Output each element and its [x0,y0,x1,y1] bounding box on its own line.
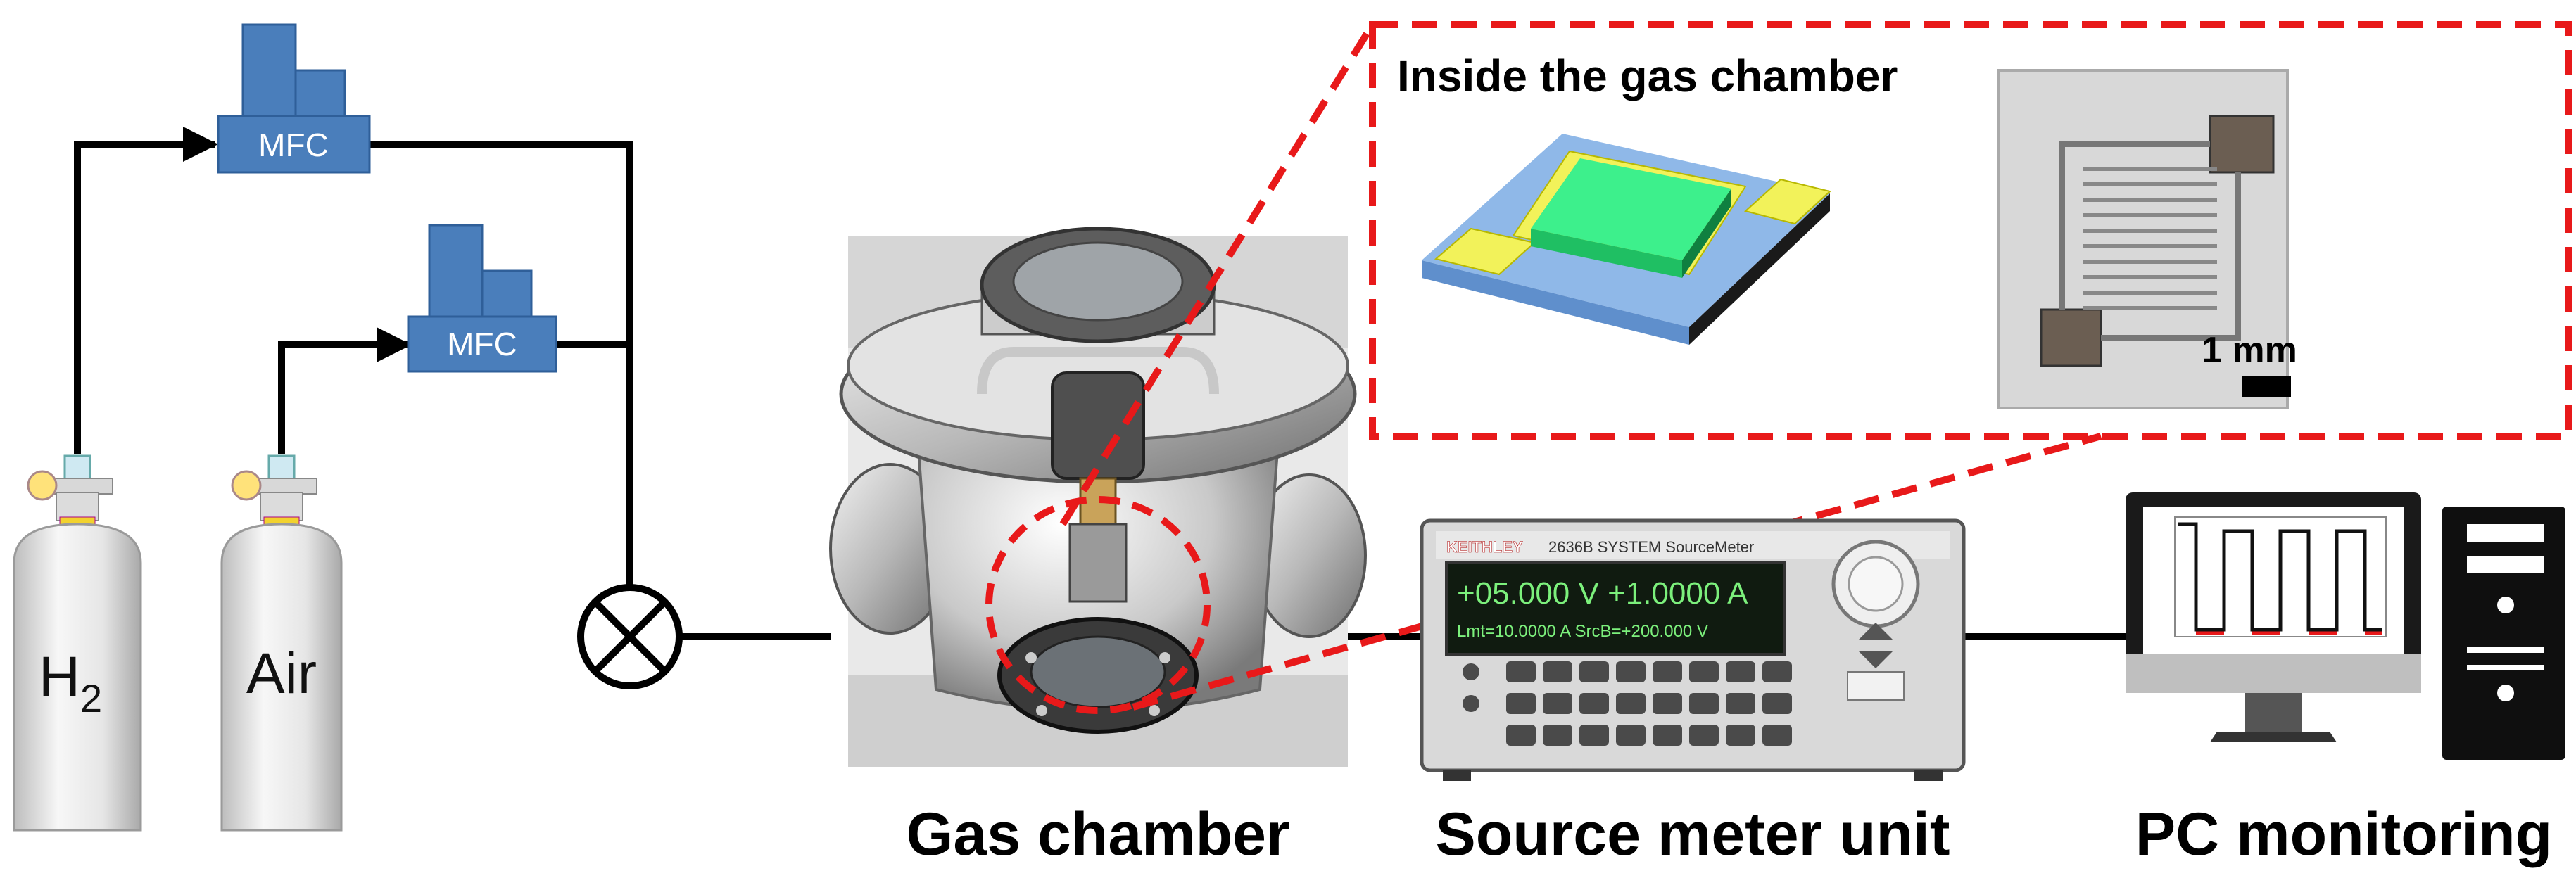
mfc-top-label: MFC [258,127,329,163]
meter-model: 2636B SYSTEM SourceMeter [1548,538,1754,556]
cylinder-h2-label: H2 [39,645,102,720]
inset-title: Inside the gas chamber [1397,51,1898,101]
cylinder-h2-main: H [39,645,80,709]
h2-line [74,127,218,454]
air-line [278,327,412,454]
mass-flow-controller-icon [217,23,371,174]
cylinder-h2-subscript: 2 [80,676,102,720]
device-micrograph: 1 mm [1997,69,2297,409]
gas-chamber-inset: Inside the gas chamber [1369,21,2572,440]
cylinder-h2: H2 [13,454,142,832]
cylinder-air-label: Air [246,642,317,706]
meter-display [1445,561,1786,656]
gas-chamber-label: Gas chamber [907,801,1290,868]
mfc-bottom-label: MFC [447,326,517,362]
mixing-valve-icon [577,584,683,689]
sample-location-highlight [985,496,1211,714]
meter-display-line2: Lmt=10.0000 A SrcB=+200.000 V [1457,622,1708,641]
meter-brand: KEITHLEY [1446,538,1523,556]
scale-bar-label: 1 mm [2202,330,2297,371]
scale-bar-icon [2242,376,2291,397]
mfc-top: MFC [217,23,371,174]
gas-chamber-photo [829,227,1367,767]
gas-cylinder-icon [220,454,343,832]
source-meter-label: Source meter unit [1435,801,1950,868]
meter-display-line1: +05.000 V +1.0000 A [1457,576,1748,611]
cylinder-air: Air [220,454,343,832]
pc-monitoring-label: PC monitoring [2135,801,2552,868]
top-mfc-outlet-line [370,141,633,594]
mfc-bottom: MFC [407,224,557,373]
mass-flow-controller-icon [407,224,557,373]
sensor-device-schematic [1422,134,1832,345]
gas-cylinder-icon [13,454,142,832]
monitor-icon [2126,492,2421,742]
source-meter-device: KEITHLEY 2636B SYSTEM SourceMeter +05.00… [1420,518,1966,781]
zoom-lines [1059,23,2102,711]
pc-tower-icon [2442,507,2565,760]
pc-monitoring-station [2126,492,2565,760]
